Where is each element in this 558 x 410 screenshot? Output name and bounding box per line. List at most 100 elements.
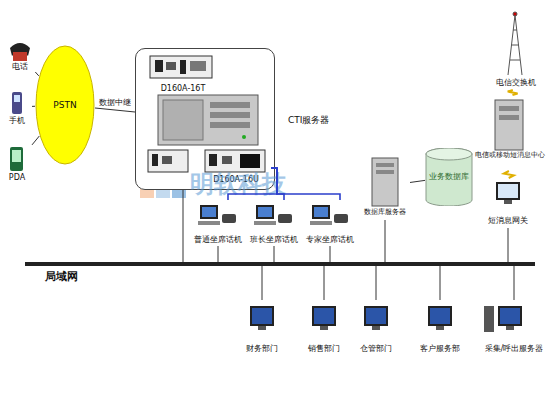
pda-icon-part	[12, 150, 21, 162]
node-label: 普通坐席话机	[190, 235, 246, 245]
sms-center-node: 电信或移动短消息中心	[470, 95, 550, 171]
node-label: 电信或移动短消息中心	[470, 151, 550, 160]
department-pcs-part	[428, 306, 452, 326]
network-line	[262, 266, 263, 300]
phone-icon-part	[13, 52, 27, 61]
industrial-pc-part	[210, 112, 250, 118]
network-line	[228, 168, 277, 200]
node-label: 销售部门	[300, 344, 348, 354]
department-pcs	[250, 306, 522, 332]
cylinder-top	[426, 148, 472, 160]
department-pcs-part	[312, 306, 336, 326]
server-tower-part	[372, 158, 398, 206]
department-pcs-part	[498, 306, 522, 326]
department-node: 财务部门	[238, 300, 286, 358]
voice-card-part	[152, 154, 158, 166]
gateway-pc	[496, 182, 520, 204]
pda-icon	[10, 147, 23, 171]
voice-card	[150, 56, 212, 78]
network-line	[376, 266, 377, 300]
voice-card	[148, 150, 265, 172]
node-label: D160A-16T	[148, 84, 218, 94]
seat-workstations-part	[198, 221, 220, 225]
node-label: 短消息网关	[478, 216, 538, 226]
network-line	[32, 106, 35, 107]
department-pcs-part	[506, 326, 514, 330]
voice-card-part	[150, 56, 212, 78]
department-node: 仓管部门	[352, 300, 400, 358]
seat-workstations-part	[200, 205, 218, 219]
network-line	[271, 168, 340, 200]
sms-center-part	[499, 115, 519, 120]
cylinder-body	[426, 148, 472, 206]
network-line	[32, 136, 39, 145]
gateway-pc-part	[498, 184, 518, 198]
edge-label: 数据中继	[99, 97, 131, 108]
server-tower-part	[376, 163, 394, 167]
seat-workstations-part	[334, 214, 348, 223]
gateway-pc-part	[496, 182, 520, 200]
node-label: 电信交换机	[478, 78, 553, 88]
phone-node: 电话	[2, 38, 38, 72]
seat-workstations-part	[222, 214, 236, 223]
department-pcs-part	[250, 306, 274, 326]
server-tower	[372, 158, 398, 206]
node-label: 数据库服务器	[360, 208, 410, 217]
pstn-cloud: PSTN	[35, 45, 95, 165]
network-line	[508, 228, 509, 262]
server-tower-part	[376, 170, 394, 174]
pstn-ellipse	[36, 46, 94, 164]
voice-card-part	[155, 60, 163, 72]
voice-card-part	[240, 154, 260, 168]
gateway-node: 短消息网关	[478, 178, 538, 228]
department-pcs-part	[258, 326, 266, 330]
industrial-pc-part	[242, 135, 246, 139]
pda-icon-part	[10, 147, 23, 171]
department-pcs-part	[252, 308, 272, 324]
department-pcs-part	[430, 308, 450, 324]
seat-node: 专家坐席话机	[302, 200, 358, 246]
seat-workstations-part	[202, 207, 216, 217]
gateway-pc-part	[504, 200, 512, 204]
node-label: CTI服务器	[288, 115, 329, 126]
node-label: 电话	[2, 62, 38, 72]
server-box-fill	[135, 48, 275, 190]
industrial-pc	[158, 95, 258, 145]
industrial-pc-part	[210, 122, 250, 128]
seat-node: 班长坐席话机	[246, 200, 302, 246]
department-pcs-part	[372, 326, 380, 330]
sms-center-part	[499, 106, 519, 111]
network-line	[271, 168, 284, 200]
voice-card-part	[209, 154, 217, 166]
node-label: 财务部门	[238, 344, 286, 354]
network-line	[274, 246, 275, 262]
voice-card-part	[162, 156, 172, 164]
network-line	[330, 246, 331, 262]
department-pcs-part	[436, 326, 444, 330]
node-label: 班长坐席话机	[246, 235, 302, 245]
database-cylinder: 业务数据库	[425, 148, 473, 206]
voice-card-part	[190, 61, 206, 71]
network-line	[440, 266, 441, 300]
sms-center	[495, 100, 523, 150]
node-label: 局域网	[45, 270, 78, 283]
industrial-pc-part	[210, 102, 250, 108]
server-node: 数据库服务器	[360, 152, 410, 220]
network-line	[35, 72, 38, 76]
node-label: 业务数据库	[429, 172, 469, 182]
antenna-tower-part	[513, 12, 517, 16]
seat-workstations-part	[310, 221, 332, 225]
antenna-tower-part	[510, 30, 520, 60]
seat-workstations-part	[256, 205, 274, 219]
network-line	[218, 246, 219, 262]
node-label: 仓管部门	[352, 344, 400, 354]
seat-workstations-part	[312, 205, 330, 219]
watermark: 明软科技	[190, 168, 286, 200]
network-line	[385, 220, 386, 262]
voice-card-part	[222, 156, 232, 164]
lan-bus: 局域网	[25, 262, 535, 266]
network-line	[324, 266, 325, 300]
